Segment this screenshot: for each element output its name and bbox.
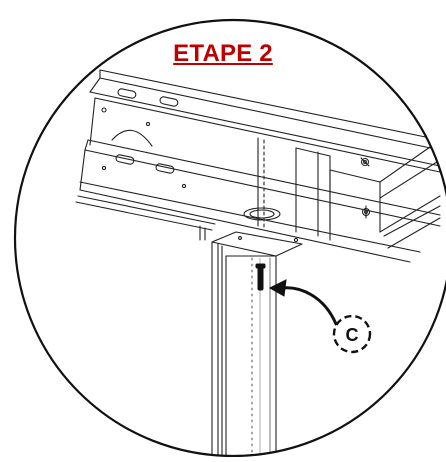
callout-marker: C bbox=[332, 314, 372, 354]
rail-cutout bbox=[111, 129, 153, 147]
bracket-bolt-lower bbox=[361, 205, 371, 219]
step-title: ETAPE 2 bbox=[173, 40, 273, 67]
top-hole bbox=[243, 207, 281, 221]
detail-lens bbox=[13, 18, 446, 458]
frame-drawing bbox=[75, 69, 441, 456]
upper-slots bbox=[101, 88, 179, 127]
upper-rail bbox=[89, 69, 441, 173]
left-column bbox=[199, 225, 206, 241]
leg bbox=[211, 241, 277, 456]
leg-top-face bbox=[211, 231, 303, 257]
bracket-bolt-upper bbox=[360, 157, 370, 167]
corner-bracket bbox=[329, 139, 441, 249]
lower-slots bbox=[101, 154, 187, 189]
screw-icon bbox=[255, 263, 266, 291]
curved-arrow-icon bbox=[268, 279, 338, 326]
callout-label: C bbox=[346, 325, 359, 345]
